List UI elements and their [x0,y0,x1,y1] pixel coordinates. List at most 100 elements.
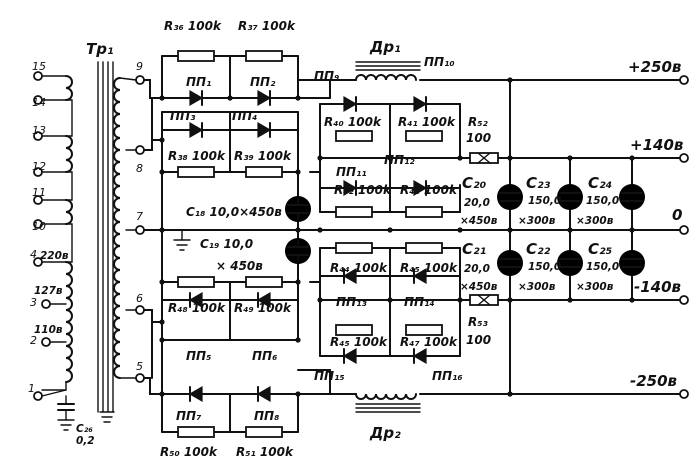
diode-pp15 [342,347,357,365]
label-pp6: ПП₆ [252,349,277,363]
output-plus140: +140в [630,136,683,154]
diode-pp1 [189,89,204,107]
label-r38: R₃₈ 100k [168,149,226,163]
label-r51: R₅₁ 100k [236,445,294,459]
label-r39: R₃₉ 100k [234,149,292,163]
label-c22-voltage: ×300в [518,281,556,293]
choke-dr2 [355,393,417,400]
primary-pin-4: 4 [30,248,37,261]
label-r37: R₃₇ 100k [238,19,296,33]
primary-winding-11-10 [65,199,73,225]
label-r53-value: 100 [466,333,491,347]
resistors [177,50,499,438]
label-c20-value: 20,0 [464,197,490,209]
label-c19-voltage: × 450в [216,259,263,273]
output-zero: 0 [672,206,682,224]
resistor-r39 [245,166,283,178]
chokes: Др₁ Др₂ [355,38,421,442]
tap-110: 110в [34,324,63,336]
resistor-r43 [405,206,443,218]
resistor-r36 [177,50,215,62]
label-pp11: ПП₁₁ [336,165,367,179]
capacitors [173,184,645,276]
primary-pin-2: 2 [30,334,37,347]
label-c24-value: 150,0 [586,195,619,207]
label-pp15: ПП₁₅ [314,369,345,383]
c26-value: 0,2 [76,435,95,447]
resistor-r50 [177,426,215,438]
label-pp14: ПП₁₄ [404,295,435,309]
diodes [188,89,461,403]
label-r52-value: 100 [466,131,491,145]
label-r53-name: R₅₃ [468,315,488,329]
label-r52-name: R₅₂ [468,115,488,129]
primary-winding-13-12 [65,135,73,173]
primary-pin-10: 10 [32,220,46,233]
label-c18: C₁₈ 10,0×450в [186,205,282,219]
label-pp2: ПП₂ [250,75,276,89]
primary-pin-15: 15 [32,60,46,73]
label-r43: R₄₃ 100k [400,183,458,197]
transformer-label: Тр₁ [86,40,114,58]
secondary-pin-9: 9 [136,60,143,73]
label-r44: R₄₄ 100k [330,261,388,275]
label-pp13: ПП₁₃ [336,295,367,309]
choke-dr1 [355,74,417,81]
resistor-r47 [405,324,443,336]
diode-pp3 [189,121,204,139]
resistor-r45a [405,242,443,254]
label-r47: R₄₇ 100k [400,335,458,349]
junctions [159,77,635,397]
diode-pp16 [412,347,427,365]
resistor-r37 [245,50,283,62]
label-c23-voltage: ×300в [518,215,556,227]
diode-pp8 [256,385,271,403]
diode-pp10 [413,95,428,113]
primary-pin-12: 12 [32,160,46,173]
label-r49: R₄₉ 100k [234,301,292,315]
secondary-pin-7: 7 [136,210,143,223]
label-r45a: R₄₅ 100k [400,261,458,275]
label-pp7: ПП₇ [176,409,202,423]
secondary-pin-5: 5 [136,360,143,373]
diode-pp2 [257,89,272,107]
label-c23-name: C₂₃ [526,174,551,192]
resistor-r44 [335,242,373,254]
label-pp10: ПП₁₀ [424,55,455,69]
c26-label: C₂₆ [76,423,93,435]
label-c22-name: C₂₂ [526,240,551,258]
output-minus250: -250в [630,372,677,390]
label-r36: R₃₆ 100k [164,19,222,33]
resistor-r45b [335,324,373,336]
secondary-pin-6: 6 [136,292,143,305]
label-r50: R₅₀ 100k [160,445,218,459]
resistor-r40 [335,130,373,142]
label-r42: R₄₂ 100k [334,183,392,197]
tap-220: 220в [40,250,69,262]
resistor-r49 [245,276,283,288]
label-pp3: ПП₃ [170,109,196,123]
primary-pin-11: 11 [32,186,46,199]
label-c24-name: C₂₄ [588,174,612,192]
label-pp16: ПП₁₆ [432,369,463,383]
label-c25-value: 150,0 [586,261,619,273]
label-r48: R₄₈ 100k [168,301,226,315]
choke-dr2-label: Др₂ [369,424,401,442]
diode-pp5 [188,291,203,309]
output-plus250: +250в [628,58,681,76]
diode-pp12 [413,179,428,197]
resistor-r48 [177,276,215,288]
label-pp5: ПП₅ [186,349,211,363]
component-labels: R₃₆ 100k R₃₇ 100k R₃₈ 100k R₃₉ 100k R₄₀ … [160,19,619,459]
output-terminals: +250в +140в 0 -140в -250в [628,58,689,399]
diode-pp9 [343,95,358,113]
diode-pp14 [412,267,427,285]
primary-pin-3: 3 [30,296,37,309]
label-c20-voltage: ×450в [460,215,498,227]
primary-winding-main [65,261,73,383]
transformer-tr1: Тр₁ [28,40,145,447]
primary-pin-13: 13 [32,124,46,137]
resistor-r42 [335,206,373,218]
resistor-r38 [177,166,215,178]
